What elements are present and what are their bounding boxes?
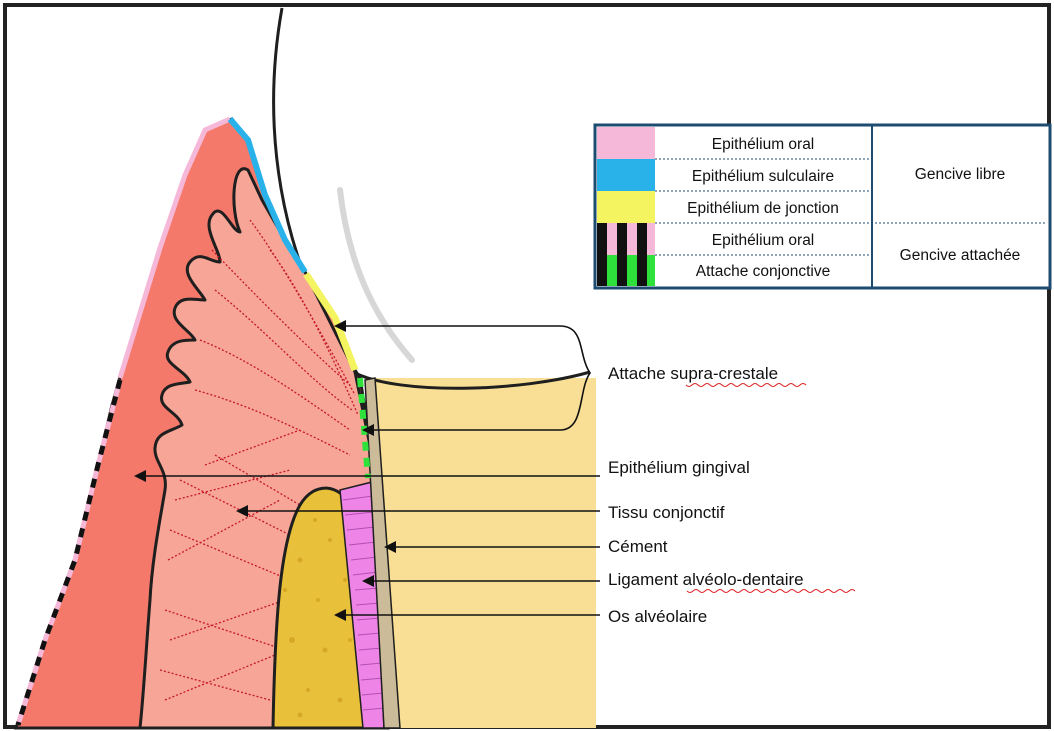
- swatch-oral-attached: [597, 223, 655, 255]
- crown-reflection: [340, 190, 412, 360]
- label-connective-tissue: Tissu conjonctif: [608, 503, 725, 522]
- swatch-jonction: [597, 191, 655, 223]
- legend-label-oral: Epithélium oral: [712, 136, 815, 153]
- label-supra-crestal: Attache supra-crestale: [608, 364, 778, 383]
- label-cementum: Cément: [608, 537, 668, 556]
- label-bone: Os alvéolaire: [608, 607, 707, 626]
- legend: Epithélium oral Epithélium sulculaire Ep…: [595, 125, 1050, 288]
- swatch-oral: [597, 127, 655, 159]
- spell-underline-ligament: [687, 590, 855, 593]
- swatch-sulculaire: [597, 159, 655, 191]
- swatch-attache: [597, 255, 655, 286]
- legend-label-attache: Attache conjonctive: [696, 263, 830, 280]
- label-gingival-epithelium: Epithélium gingival: [608, 458, 750, 477]
- legend-label-sulculaire: Epithélium sulculaire: [692, 168, 834, 185]
- spell-underline-supra: [686, 384, 806, 387]
- legend-group-free: Gencive libre: [915, 166, 1005, 183]
- legend-group-attached: Gencive attachée: [900, 247, 1021, 264]
- legend-label-oral-attached: Epithélium oral: [712, 232, 815, 249]
- label-ligament: Ligament alvéolo-dentaire: [608, 570, 804, 589]
- legend-label-jonction: Epithélium de jonction: [687, 200, 839, 217]
